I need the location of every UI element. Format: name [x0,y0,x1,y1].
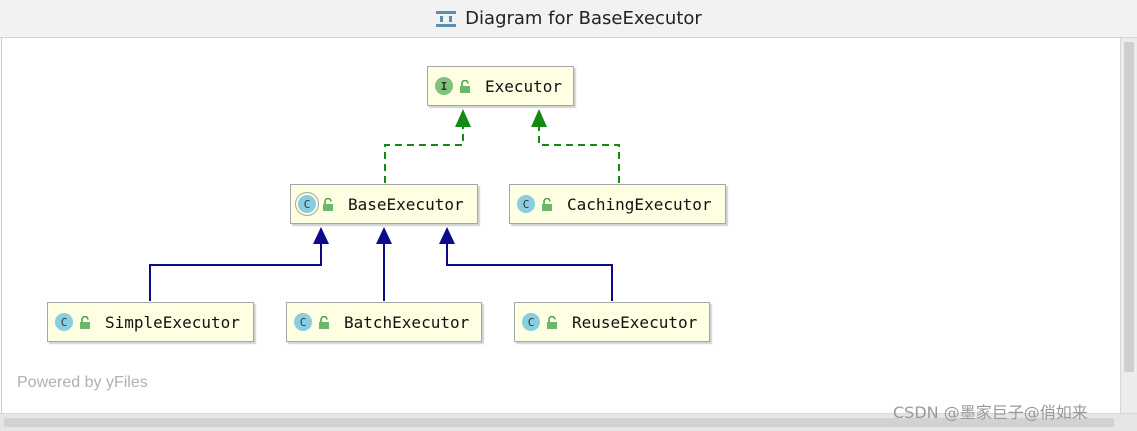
vertical-scroll-thumb[interactable] [1124,42,1134,372]
class-icon: C [294,313,312,331]
arrowhead-implements-right [531,109,547,127]
node-executor[interactable]: I Executor [427,66,574,106]
arrowhead-extends-right [439,227,455,244]
public-access-icon [542,197,552,211]
interface-icon: I [435,77,453,95]
arrowhead-extends-left [313,227,329,244]
abstract-class-icon: C [298,195,316,213]
node-label: BatchExecutor [344,312,470,332]
title-bar: Diagram for BaseExecutor [0,0,1137,38]
horizontal-scrollbar[interactable] [0,413,1137,431]
node-label: CachingExecutor [567,194,712,214]
node-label: ReuseExecutor [572,312,698,332]
powered-by-label: Powered by yFiles [17,374,148,391]
window-title: Diagram for BaseExecutor [465,8,702,29]
public-access-icon [80,315,90,329]
node-batchexecutor[interactable]: C BatchExecutor [286,302,482,342]
vertical-scrollbar[interactable] [1120,38,1137,413]
class-icon: C [517,195,535,213]
edge-reuseexecutor-extends-baseexecutor [446,244,613,301]
node-reuseexecutor[interactable]: C ReuseExecutor [514,302,710,342]
arrowhead-extends-center [376,227,392,244]
node-label: SimpleExecutor [105,312,240,332]
class-icon: C [522,313,540,331]
public-access-icon [460,79,470,93]
arrowhead-implements-left [455,109,471,127]
public-access-icon [547,315,557,329]
diagram-icon [436,10,457,27]
edge-cachingexecutor-implements-executor [538,127,620,183]
node-label: Executor [485,76,563,96]
node-baseexecutor[interactable]: C BaseExecutor [290,184,478,224]
node-cachingexecutor[interactable]: C CachingExecutor [509,184,726,224]
edge-simpleexecutor-extends-baseexecutor [149,244,322,301]
horizontal-scroll-thumb[interactable] [4,418,1114,427]
public-access-icon [319,315,329,329]
node-simpleexecutor[interactable]: C SimpleExecutor [47,302,254,342]
public-access-icon [323,197,333,211]
class-icon: C [55,313,73,331]
watermark-text: CSDN @墨家巨子@俏如来 [893,403,1088,422]
edge-baseexecutor-implements-executor [384,127,464,183]
node-label: BaseExecutor [348,194,464,214]
